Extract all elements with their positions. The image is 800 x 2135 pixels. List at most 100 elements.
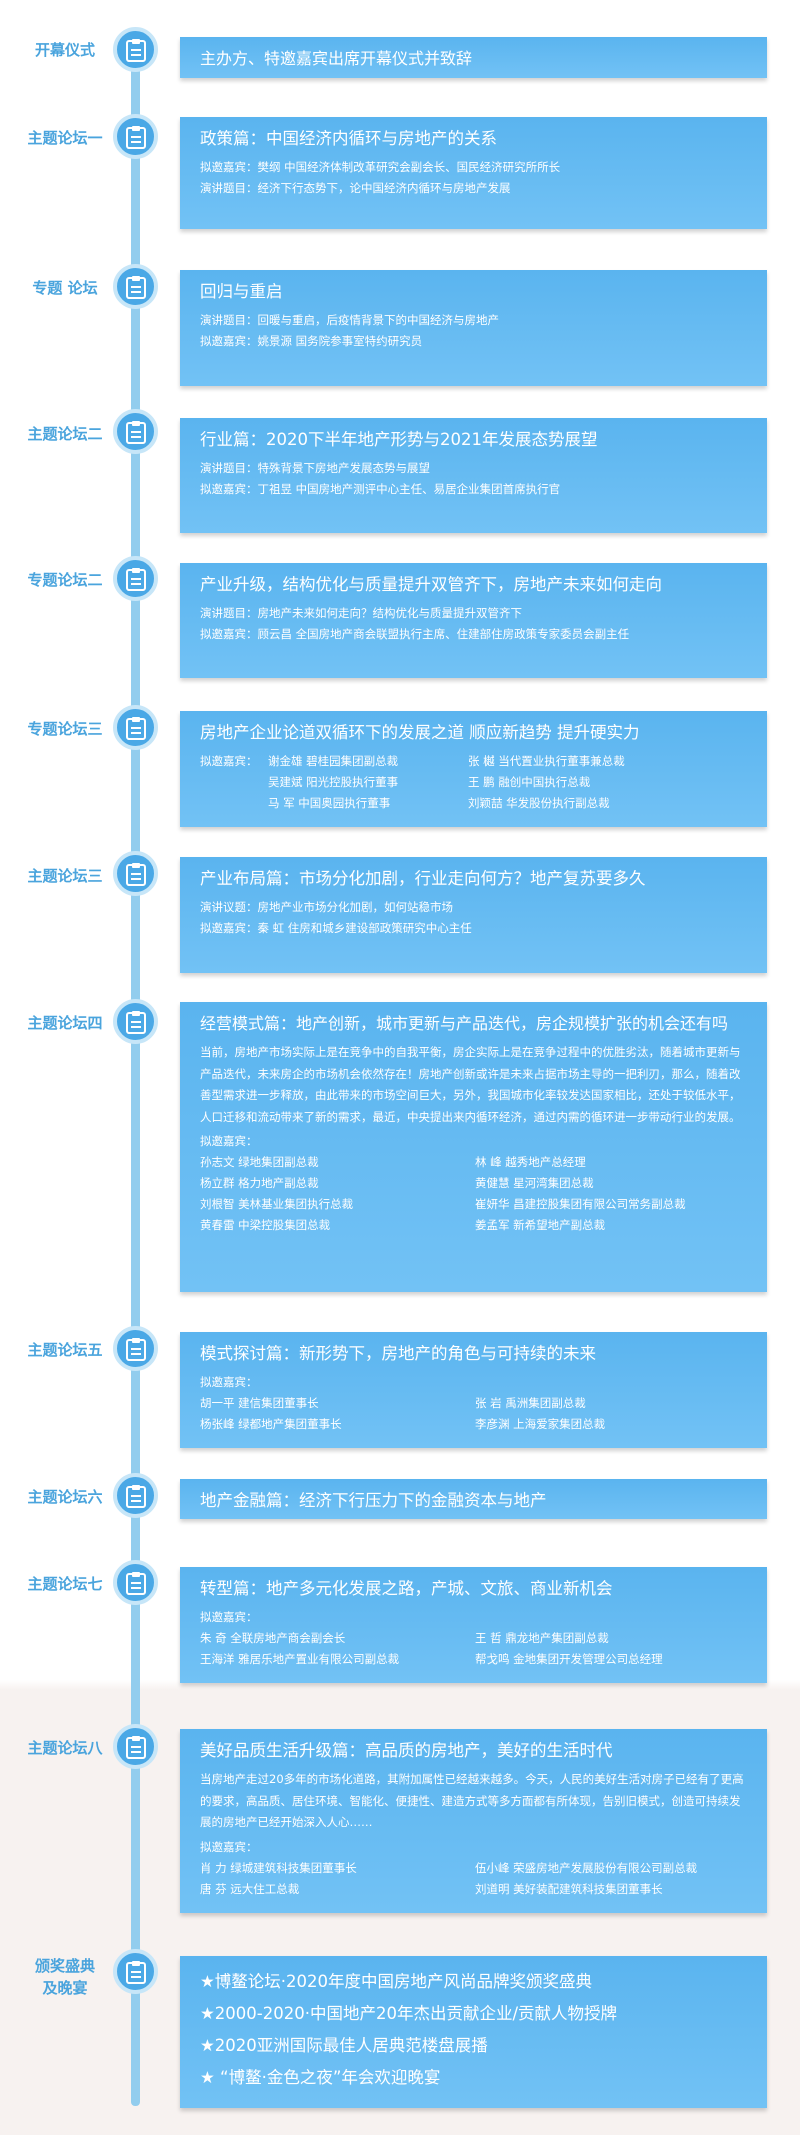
guest-entry: 肖 力 绿城建筑科技集团董事长	[200, 1860, 357, 1875]
card-paragraph: 当前，房地产市场实际上是在竞争中的自我平衡，房企实际上是在竞争过程中的优胜劣汰，…	[200, 1045, 741, 1124]
clipboard-icon	[125, 1337, 146, 1361]
clipboard-icon	[125, 1735, 146, 1759]
card-title: 回归与重启	[200, 282, 283, 301]
section-label-forum-2: 主题论坛二	[27, 425, 103, 443]
card-title: 美好品质生活升级篇：高品质的房地产，美好的生活时代	[200, 1741, 613, 1760]
card-special-3: 房地产企业论道双循环下的发展之道 顺应新趋势 提升硬实力 拟邀嘉宾： 谢金雄 碧…	[180, 711, 767, 827]
card-title: 转型篇：地产多元化发展之路，产城、文旅、商业新机会	[200, 1579, 613, 1598]
guest-prefix: 拟邀嘉宾：	[200, 1134, 258, 1148]
guest-prefix: 拟邀嘉宾：	[200, 1839, 258, 1854]
node-forum-8	[113, 1724, 158, 1769]
guest-entry: 孙志文 绿地集团副总裁	[200, 1155, 319, 1169]
card-title: 经营模式篇：地产创新，城市更新与产品迭代，房企规模扩张的机会还有吗	[200, 1014, 729, 1033]
node-forum-5	[113, 1326, 158, 1371]
clipboard-icon	[125, 1571, 146, 1595]
guest-entry: 王海洋 雅居乐地产置业有限公司副总裁	[200, 1652, 400, 1666]
card-paragraph: 当房地产走过20多年的市场化道路，其附加属性已经越来越多。今天，人民的美好生活对…	[200, 1772, 744, 1829]
guest-grid: 拟邀嘉宾： 谢金雄 碧桂园集团副总裁 张 樾 当代置业执行董事兼总裁 吴建斌 阳…	[200, 751, 749, 814]
card-line: 演讲议题：房地产业市场分化加剧，如何站稳市场	[200, 900, 453, 914]
guest-entry: 姜孟军 新希望地产副总裁	[475, 1218, 606, 1232]
card-title: 主办方、特邀嘉宾出席开幕仪式并致辞	[200, 49, 473, 68]
card-opening: 主办方、特邀嘉宾出席开幕仪式并致辞	[180, 37, 767, 78]
card-forum-1: 政策篇：中国经济内循环与房地产的关系 拟邀嘉宾：樊纲 中国经济体制改革研究会副会…	[180, 117, 767, 229]
section-label-special-3: 专题论坛三	[27, 720, 103, 738]
guest-entry: 李彦渊 上海爱家集团总裁	[475, 1417, 606, 1431]
node-forum-6	[113, 1473, 158, 1518]
clipboard-icon	[125, 420, 146, 444]
section-label-opening: 开幕仪式	[34, 41, 95, 59]
guest-entry: 帮戈鸣 金地集团开发管理公司总经理	[475, 1652, 663, 1666]
clipboard-icon	[125, 1484, 146, 1508]
clipboard-icon	[125, 125, 146, 149]
guest-prefix: 拟邀嘉宾：	[200, 754, 258, 768]
guest-entry: 张 岩 禹洲集团副总裁	[475, 1396, 586, 1410]
section-label-forum-7: 主题论坛七	[27, 1575, 103, 1593]
section-label-forum-4: 主题论坛四	[27, 1014, 103, 1032]
guest-entry: 杨立群 格力地产副总裁	[200, 1176, 319, 1190]
guest-entry: 马 军 中国奥园执行董事	[268, 796, 391, 810]
node-forum-1	[113, 114, 158, 159]
node-opening	[113, 27, 158, 72]
guest-entry: 刘道明 美好装配建筑科技集团董事长	[475, 1881, 663, 1896]
guest-entry: 吴建斌 阳光控股执行董事	[268, 775, 399, 789]
award-item: ★2020亚洲国际最佳人居典范楼盘展播	[200, 2036, 488, 2055]
guest-entry: 张 樾 当代置业执行董事兼总裁	[468, 754, 625, 768]
node-special-2	[113, 556, 158, 601]
card-line: 拟邀嘉宾：丁祖昱 中国房地产测评中心主任、易居企业集团首席执行官	[200, 482, 561, 496]
guest-prefix	[200, 772, 268, 793]
guest-entry: 杨张峰 绿都地产集团董事长	[200, 1417, 342, 1431]
node-special-1	[113, 264, 158, 309]
card-line: 演讲题目：特殊背景下房地产发展态势与展望	[200, 461, 430, 475]
card-forum-4: 经营模式篇：地产创新，城市更新与产品迭代，房企规模扩张的机会还有吗 当前，房地产…	[180, 1002, 767, 1292]
section-label-forum-8: 主题论坛八	[27, 1739, 103, 1757]
guest-entry: 朱 奇 全联房地产商会副会长	[200, 1631, 346, 1645]
guest-entry: 唐 芬 远大住工总裁	[200, 1881, 300, 1896]
guest-prefix	[200, 793, 268, 814]
card-forum-7: 转型篇：地产多元化发展之路，产城、文旅、商业新机会 拟邀嘉宾： 朱 奇 全联房地…	[180, 1567, 767, 1683]
guest-entry: 刘颖喆 华发股份执行副总裁	[468, 796, 610, 810]
guest-entry: 王 鹏 融创中国执行总裁	[468, 775, 591, 789]
node-forum-4	[113, 999, 158, 1044]
card-title: 行业篇：2020下半年地产形势与2021年发展态势展望	[200, 430, 598, 449]
card-line: 拟邀嘉宾：姚景源 国务院参事室特约研究员	[200, 334, 423, 348]
card-line: 拟邀嘉宾：樊纲 中国经济体制改革研究会副会长、国民经济研究所所长	[200, 160, 561, 174]
card-forum-5: 模式探讨篇：新形势下，房地产的角色与可持续的未来 拟邀嘉宾： 胡一平 建信集团董…	[180, 1332, 767, 1448]
card-title: 产业升级，结构优化与质量提升双管齐下，房地产未来如何走向	[200, 575, 662, 594]
guest-grid: 孙志文 绿地集团副总裁 林 峰 越秀地产总经理 杨立群 格力地产副总裁 黄健慧 …	[200, 1152, 749, 1236]
guest-entry: 崔妍华 昌建控股集团有限公司常务副总裁	[475, 1197, 686, 1211]
card-line: 拟邀嘉宾：秦 虹 住房和城乡建设部政策研究中心主任	[200, 921, 472, 935]
card-line: 演讲题目：房地产未来如何走向？结构优化与质量提升双管齐下	[200, 606, 522, 620]
card-forum-6: 地产金融篇：经济下行压力下的金融资本与地产	[180, 1479, 767, 1519]
clipboard-icon	[125, 275, 146, 299]
guest-entry: 伍小峰 荣盛房地产发展股份有限公司副总裁	[475, 1860, 698, 1875]
card-line: 演讲题目：经济下行态势下，论中国经济内循环与房地产发展	[200, 181, 511, 195]
section-label-forum-3: 主题论坛三	[27, 867, 103, 885]
node-forum-2	[113, 409, 158, 454]
card-forum-3: 产业布局篇：市场分化加剧，行业走向何方？地产复苏要多久 演讲议题：房地产业市场分…	[180, 857, 767, 973]
guest-grid: 胡一平 建信集团董事长 张 岩 禹洲集团副总裁 杨张峰 绿都地产集团董事长 李彦…	[200, 1393, 749, 1435]
node-special-3	[113, 705, 158, 750]
node-awards	[113, 1949, 158, 1994]
award-item: ★ “博鳌·金色之夜”年会欢迎晚宴	[200, 2068, 441, 2087]
guest-entry: 谢金雄 碧桂园集团副总裁	[268, 754, 399, 768]
guest-entry: 王 哲 鼎龙地产集团副总裁	[475, 1631, 609, 1645]
section-label-awards: 颁奖盛典 及晚宴	[34, 1957, 95, 1997]
guest-entry: 刘根智 美林基业集团执行总裁	[200, 1197, 354, 1211]
node-forum-3	[113, 851, 158, 896]
guest-entry: 胡一平 建信集团董事长	[200, 1396, 319, 1410]
clipboard-icon	[125, 716, 146, 740]
card-line: 拟邀嘉宾：顾云昌 全国房地产商会联盟执行主席、住建部住房政策专家委员会副主任	[200, 627, 630, 641]
card-line: 演讲题目：回暖与重启，后疫情背景下的中国经济与房地产	[200, 313, 499, 327]
clipboard-icon	[125, 38, 146, 62]
card-special-1: 回归与重启 演讲题目：回暖与重启，后疫情背景下的中国经济与房地产 拟邀嘉宾：姚景…	[180, 270, 767, 386]
section-label-forum-6: 主题论坛六	[27, 1488, 103, 1506]
card-special-2: 产业升级，结构优化与质量提升双管齐下，房地产未来如何走向 演讲题目：房地产未来如…	[180, 563, 767, 678]
clipboard-icon	[125, 1960, 146, 1984]
award-item: ★2000-2020·中国地产20年杰出贡献企业/贡献人物授牌	[200, 2004, 618, 2023]
clipboard-icon	[125, 862, 146, 886]
guest-entry: 黄健慧 星河湾集团总裁	[475, 1176, 594, 1190]
guest-grid: 朱 奇 全联房地产商会副会长 王 哲 鼎龙地产集团副总裁 王海洋 雅居乐地产置业…	[200, 1628, 749, 1670]
guest-entry: 林 峰 越秀地产总经理	[475, 1155, 586, 1169]
card-title: 模式探讨篇：新形势下，房地产的角色与可持续的未来	[200, 1344, 596, 1363]
card-title: 产业布局篇：市场分化加剧，行业走向何方？地产复苏要多久	[200, 869, 646, 888]
